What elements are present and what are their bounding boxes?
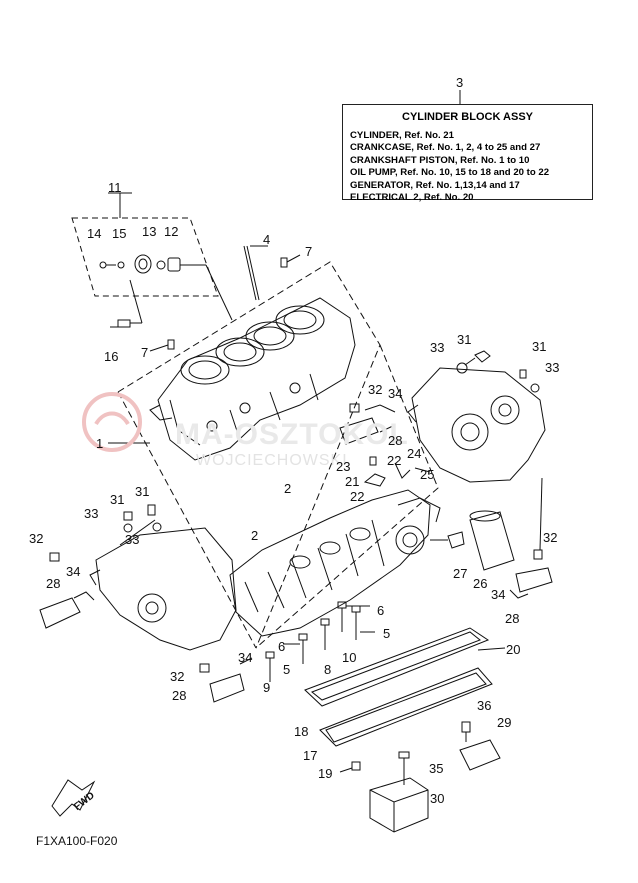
callout-2: 2 (251, 528, 259, 543)
legend-box: CYLINDER BLOCK ASSY CYLINDER, Ref. No. 2… (342, 104, 593, 203)
callout-36: 36 (477, 698, 492, 713)
callout-32: 32 (29, 531, 44, 546)
callout-28: 28 (388, 433, 403, 448)
legend-line: ELECTRICAL 2, Ref. No. 20 (350, 192, 474, 204)
legend-line: GENERATOR, Ref. No. 1,13,14 and 17 (350, 179, 520, 191)
legend-line: CYLINDER, Ref. No. 21 (350, 130, 454, 141)
callout-6: 6 (377, 603, 385, 618)
callout-15: 15 (112, 226, 127, 241)
callout-11: 11 (108, 180, 122, 195)
callout-28: 28 (505, 611, 520, 626)
diagram-code: F1XA100-F020 (36, 834, 118, 848)
callout-28: 28 (172, 688, 187, 703)
callout-32: 32 (543, 530, 558, 545)
callout-16: 16 (104, 349, 119, 364)
callout-24: 24 (407, 446, 422, 461)
callout-33: 33 (430, 340, 445, 355)
legend-line: CRANKCASE, Ref. No. 1, 2, 4 to 25 and 27 (350, 142, 541, 154)
callout-10: 10 (342, 650, 357, 665)
legend-line: CRANKSHAFT PISTON, Ref. No. 1 to 10 (350, 154, 530, 166)
legend-title: CYLINDER BLOCK ASSY (402, 111, 533, 123)
callout-14: 14 (87, 226, 102, 241)
callout-21: 21 (345, 474, 360, 489)
callout-20: 20 (506, 642, 521, 657)
callout-26: 26 (473, 576, 488, 591)
callout-8: 8 (324, 662, 332, 677)
callout-7: 7 (305, 244, 313, 259)
callout-34: 34 (491, 587, 506, 602)
callout-12: 12 (164, 224, 179, 239)
callout-4: 4 (263, 232, 271, 247)
callout-27: 27 (453, 566, 468, 581)
callout-31: 31 (457, 332, 472, 347)
legend-ref-number: 3 (456, 75, 464, 90)
callout-22: 22 (350, 489, 365, 504)
callout-7: 7 (141, 345, 149, 360)
callout-32: 32 (368, 382, 383, 397)
callout-32: 32 (170, 669, 185, 684)
callout-2: 2 (284, 481, 292, 496)
callout-30: 30 (430, 791, 445, 806)
callout-34: 34 (388, 386, 403, 401)
watermark-text: MA-OSZTOKOL (175, 418, 409, 451)
callout-5: 5 (283, 662, 291, 677)
callout-31: 31 (110, 492, 125, 507)
callout-31: 31 (532, 339, 547, 354)
callout-19: 19 (318, 766, 333, 781)
callout-22: 22 (387, 453, 402, 468)
callout-23: 23 (336, 459, 351, 474)
callout-35: 35 (429, 761, 444, 776)
callout-33: 33 (125, 532, 140, 547)
watermark-logo (82, 392, 142, 457)
callout-5: 5 (383, 626, 391, 641)
callout-31: 31 (135, 484, 150, 499)
callout-34: 34 (238, 650, 253, 665)
callout-1: 1 (96, 436, 104, 451)
callout-6: 6 (278, 639, 286, 654)
callout-18: 18 (294, 724, 309, 739)
callout-9: 9 (263, 680, 271, 695)
callout-17: 17 (303, 748, 318, 763)
watermark-subtext: WOJCIECHOWSKI (196, 452, 348, 469)
callout-34: 34 (66, 564, 81, 579)
callout-33: 33 (84, 506, 99, 521)
callout-28: 28 (46, 576, 61, 591)
legend-line: OIL PUMP, Ref. No. 10, 15 to 18 and 20 t… (350, 167, 550, 179)
callout-25: 25 (420, 467, 435, 482)
callout-13: 13 (142, 224, 157, 239)
callout-29: 29 (497, 715, 512, 730)
callout-33: 33 (545, 360, 560, 375)
